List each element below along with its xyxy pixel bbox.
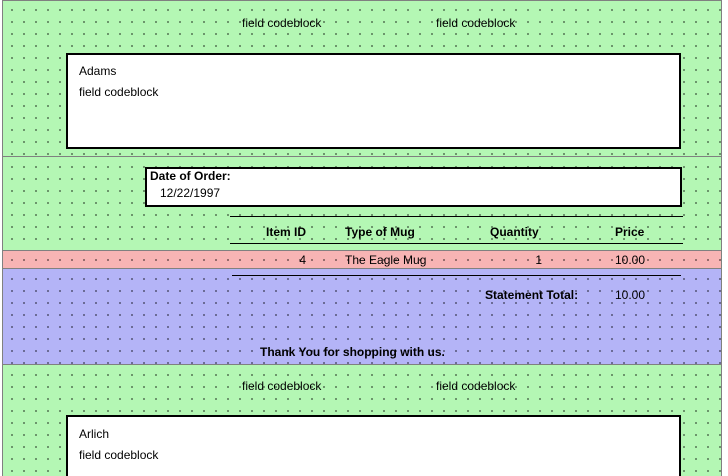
canvas-left-edge (2, 0, 3, 476)
cell-item-id: 4 (299, 253, 306, 267)
col-header-quantity: Quantity (490, 225, 539, 239)
next-header-field-left[interactable]: field codeblock (242, 379, 322, 393)
band-separator (2, 0, 722, 1)
col-header-price: Price (615, 225, 645, 239)
order-date-box[interactable] (145, 167, 682, 207)
band-separator (2, 156, 722, 157)
detail-band[interactable] (2, 250, 722, 268)
statement-total-value: 10.00 (615, 288, 646, 302)
table-header-bottom-rule (230, 243, 683, 244)
order-date-label: Date of Order: (150, 169, 231, 183)
total-rule (232, 275, 681, 276)
band-separator (2, 268, 722, 269)
band-separator (2, 364, 722, 365)
group-footer-band[interactable] (2, 269, 722, 364)
cell-price: 10.00 (615, 253, 646, 267)
col-header-item-id: Item ID (265, 225, 306, 239)
statement-total-label: Statement Total: (485, 288, 579, 302)
next-address-field[interactable]: field codeblock (79, 448, 159, 462)
address-box[interactable] (66, 53, 681, 149)
order-date-value: 12/22/1997 (160, 186, 221, 200)
address-field[interactable]: field codeblock (79, 85, 159, 99)
cell-type: The Eagle Mug (345, 253, 427, 267)
header-field-right[interactable]: field codeblock (436, 16, 516, 30)
customer-name: Adams (79, 64, 117, 78)
canvas-right-edge (721, 0, 722, 476)
table-header-top-rule (230, 216, 683, 217)
thank-you-message: Thank You for shopping with us. (260, 345, 445, 359)
next-address-box[interactable] (66, 415, 681, 476)
band-separator (2, 250, 722, 251)
col-header-type: Type of Mug (345, 225, 415, 239)
header-field-left[interactable]: field codeblock (242, 16, 322, 30)
next-header-field-right[interactable]: field codeblock (436, 379, 516, 393)
cell-quantity: 1 (535, 253, 542, 267)
next-customer-name: Arlich (79, 427, 110, 441)
